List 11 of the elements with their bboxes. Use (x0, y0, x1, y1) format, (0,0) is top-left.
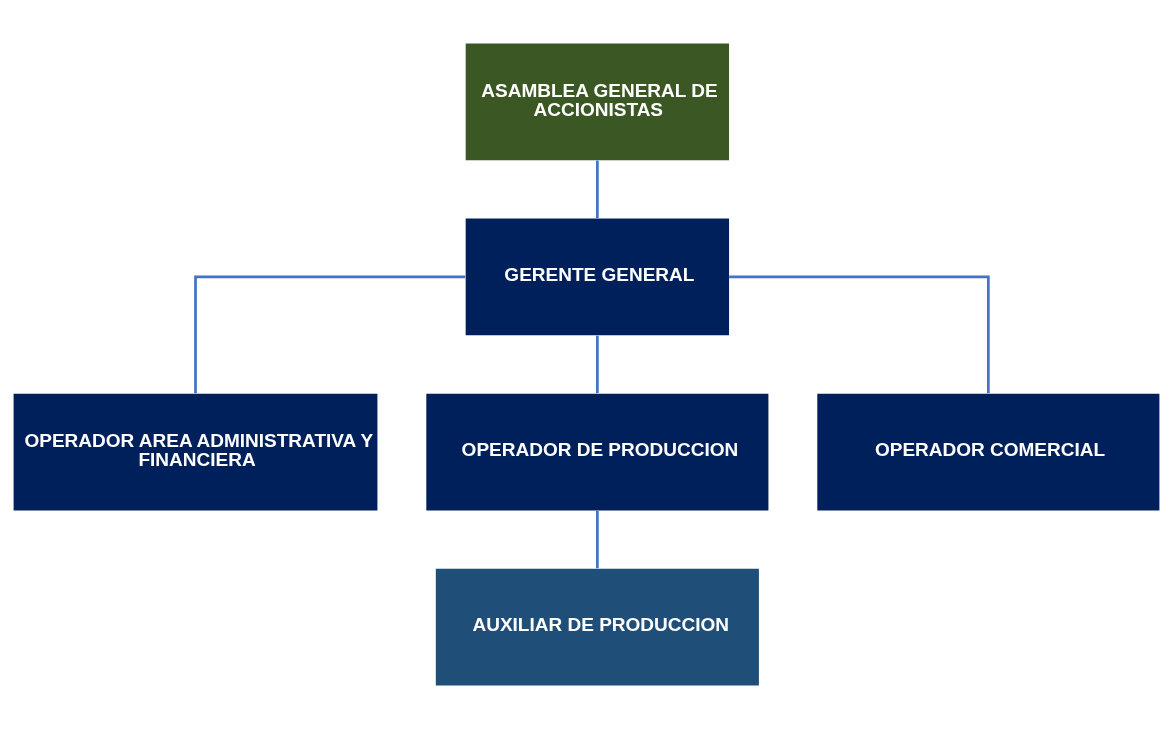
connector (596, 335, 599, 394)
node-box: OPERADOR DE PRODUCCION (426, 393, 769, 511)
connector (596, 510, 599, 569)
node-box: OPERADOR COMERCIAL (817, 393, 1160, 511)
node-box: OPERADOR AREA ADMINISTRATIVA Y FINANCIERA (13, 393, 378, 511)
node-box: ASAMBLEA GENERAL DE ACCIONISTAS (465, 43, 730, 161)
node-box: AUXILIAR DE PRODUCCION (435, 568, 759, 686)
connector (194, 275, 466, 394)
connector (729, 275, 990, 394)
node-box: GERENTE GENERAL (465, 218, 730, 336)
connector (596, 160, 599, 218)
